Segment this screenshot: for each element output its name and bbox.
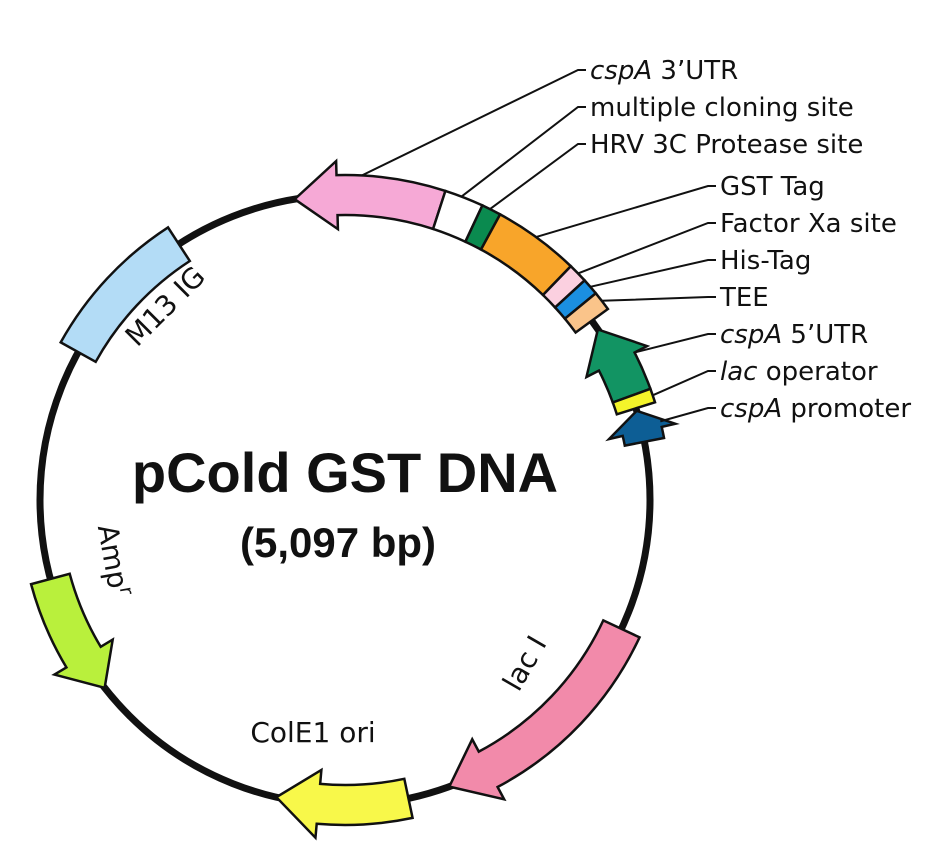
factorxa-callout: Factor Xa site <box>720 209 897 239</box>
gsttag-callout: GST Tag <box>720 172 825 202</box>
cspa3utr-leader <box>361 69 586 177</box>
cspa5utr-callout: cspA 5’UTR <box>720 320 868 350</box>
cspaprom-segment <box>605 409 680 448</box>
gsttag-leader <box>535 185 716 239</box>
callout-leaders <box>361 69 716 423</box>
cspa5utr-segment <box>584 327 653 405</box>
factorxa-leader <box>577 222 716 275</box>
hrv3c-callout: HRV 3C Protease site <box>590 130 863 160</box>
histag-leader <box>590 259 716 288</box>
feature-segments <box>29 158 680 841</box>
laci-segment <box>447 618 642 802</box>
mcs-callout: multiple cloning site <box>590 93 854 123</box>
cspa3utr-callout: cspA 3’UTR <box>590 56 738 86</box>
tee-segment <box>563 291 610 335</box>
lacop-callout: lac operator <box>720 357 878 387</box>
lacop-segment <box>611 387 657 416</box>
cspa3utr-segment <box>292 158 448 232</box>
mcs-leader <box>460 106 586 198</box>
plasmid-name: pCold GST DNA <box>132 441 558 504</box>
cspa5utr-leader <box>634 333 716 354</box>
lacop-leader <box>652 370 716 397</box>
ampr-label: Ampr <box>91 522 138 599</box>
cole1-label: ColE1 ori <box>250 716 375 749</box>
cspaprom-leader <box>660 407 716 423</box>
laci-label: lac I <box>496 630 553 696</box>
cspaprom-callout: cspA promoter <box>720 394 911 424</box>
cole1-segment <box>274 767 415 841</box>
tee-leader <box>601 296 716 302</box>
histag-callout: His-Tag <box>720 246 811 276</box>
hrv3c-leader <box>489 143 586 210</box>
ampr-segment <box>29 572 115 690</box>
m13ig-segment <box>59 225 192 364</box>
tee-callout: TEE <box>719 283 769 313</box>
plasmid-size: (5,097 bp) <box>240 519 436 566</box>
